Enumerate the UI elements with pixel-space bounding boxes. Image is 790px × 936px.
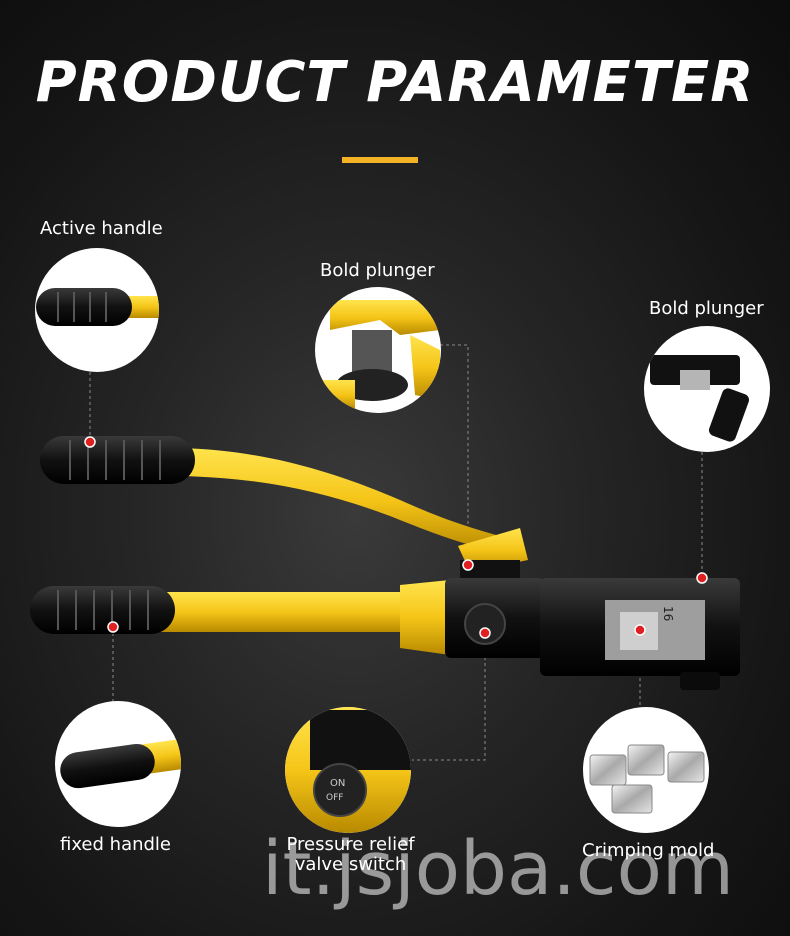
title-accent-bar (342, 157, 418, 163)
label-bold-plunger-right: Bold plunger (649, 298, 764, 319)
marker-bold-plunger-left (462, 559, 474, 571)
detail-circle-fixed-handle (55, 701, 181, 827)
detail-circle-active-handle (35, 248, 159, 372)
callout-markers (84, 436, 708, 639)
die-size-text: 16 (661, 606, 675, 621)
label-active-handle: Active handle (40, 218, 163, 239)
marker-active-handle (84, 436, 96, 448)
site-watermark: it.jsjoba.com (262, 826, 734, 912)
label-bold-plunger-left: Bold plunger (320, 260, 435, 281)
marker-pressure-valve (479, 627, 491, 639)
page-title: PRODUCT PARAMETER (35, 50, 755, 115)
active-handle-grip (40, 436, 195, 484)
marker-bold-plunger-right (696, 572, 708, 584)
valve-knob (464, 603, 506, 645)
label-pressure-relief-valve: Pressure relief valve switch (286, 834, 415, 875)
label-crimping-mold: Crimping mold (582, 840, 715, 861)
callout-leader-lines (89, 344, 703, 761)
label-fixed-handle: fixed handle (60, 834, 172, 855)
valve-off-text: OFF (326, 793, 343, 803)
detail-circle-pressure-valve: ON OFF (285, 707, 411, 833)
detail-circle-crimping-mold (583, 707, 709, 833)
active-handle-tool (40, 436, 528, 586)
valve-on-text: ON (330, 778, 345, 789)
marker-fixed-handle (107, 621, 119, 633)
fixed-handle-grip (30, 586, 175, 634)
detail-circle-bold-plunger-right (644, 326, 770, 452)
fixed-handle-tool: 16 (30, 578, 740, 690)
detail-circle-bold-plunger-left (315, 287, 441, 413)
marker-crimping-mold (634, 624, 646, 636)
